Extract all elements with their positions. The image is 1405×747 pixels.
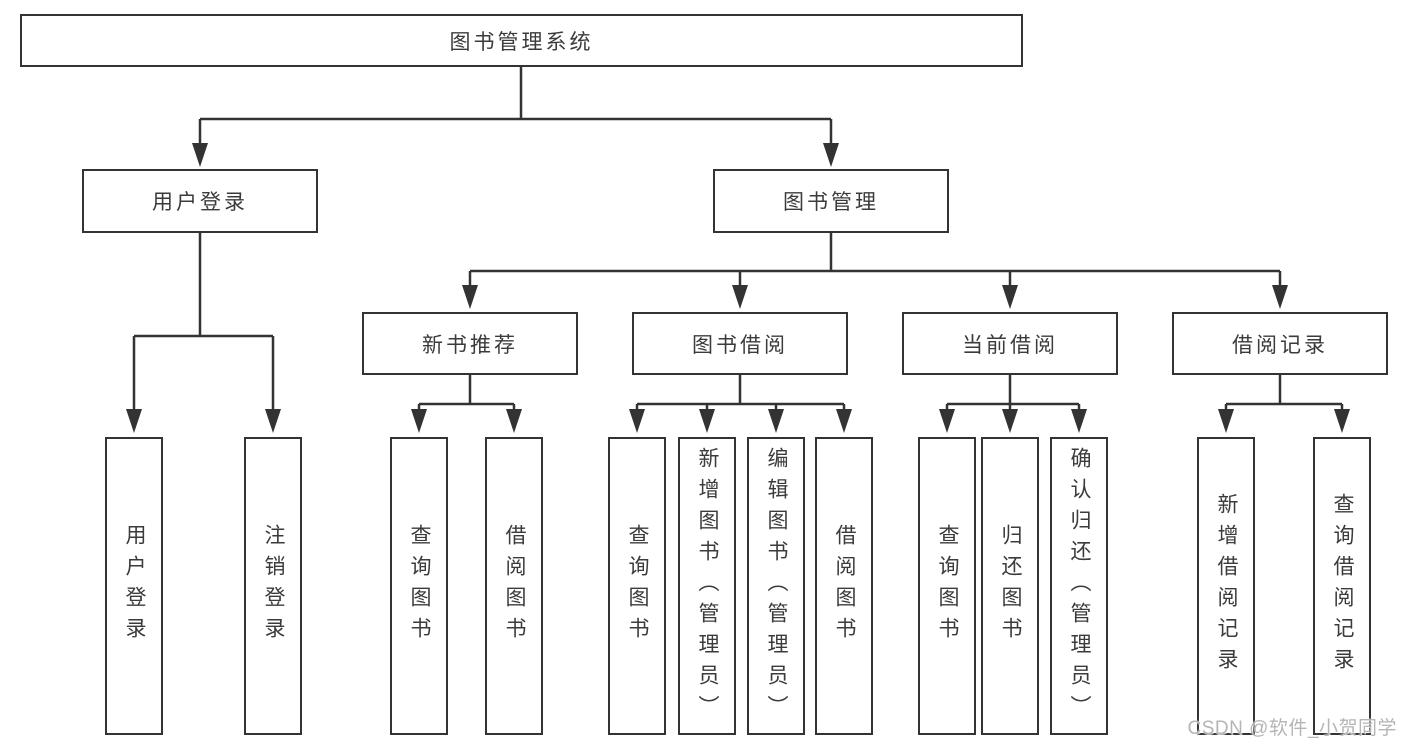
arrow-down-icon bbox=[1002, 285, 1018, 309]
node-user-login: 用户登录 bbox=[82, 169, 318, 233]
leaf-query-books-current: 查询图书 bbox=[918, 437, 976, 735]
node-label: 归还图书 bbox=[999, 524, 1022, 648]
node-label: 新增借阅记录 bbox=[1215, 493, 1238, 679]
arrow-down-icon bbox=[1002, 409, 1018, 433]
node-new-book-recommend: 新书推荐 bbox=[362, 312, 578, 375]
leaf-user-login: 用户登录 bbox=[105, 437, 163, 735]
arrow-down-icon bbox=[768, 409, 784, 433]
node-label: 用户登录 bbox=[152, 191, 248, 214]
node-label: 用户登录 bbox=[123, 524, 146, 648]
arrow-down-icon bbox=[126, 409, 142, 433]
connector-line bbox=[1224, 375, 1344, 410]
node-current-borrowing: 当前借阅 bbox=[902, 312, 1118, 375]
connector-line bbox=[635, 375, 846, 410]
connector-line bbox=[132, 233, 275, 411]
arrow-down-icon bbox=[411, 409, 427, 433]
connector-root-to-level2 bbox=[192, 67, 839, 167]
node-label: 注销登录 bbox=[262, 524, 285, 648]
leaf-logout: 注销登录 bbox=[244, 437, 302, 735]
node-label: 图书管理 bbox=[783, 191, 879, 214]
arrow-down-icon bbox=[699, 409, 715, 433]
node-label: 图书管理系统 bbox=[449, 30, 594, 54]
arrow-down-icon bbox=[462, 285, 478, 309]
leaf-edit-books-admin: 编辑图书（管理员） bbox=[747, 437, 805, 735]
connector-book-management-to-level3 bbox=[462, 233, 1288, 309]
node-book-borrowing: 图书借阅 bbox=[632, 312, 848, 375]
csdn-watermark: CSDN @软件_小贺同学 bbox=[1187, 718, 1397, 739]
node-label: 查询图书 bbox=[408, 524, 431, 648]
arrow-down-icon bbox=[629, 409, 645, 433]
arrow-down-icon bbox=[506, 409, 522, 433]
arrow-down-icon bbox=[939, 409, 955, 433]
node-borrow-records: 借阅记录 bbox=[1172, 312, 1388, 375]
connector-current-borrowing-to-leaves bbox=[939, 375, 1087, 433]
leaf-borrow-books-recommend: 借阅图书 bbox=[485, 437, 543, 735]
leaf-borrow-books: 借阅图书 bbox=[815, 437, 873, 735]
node-label: 查询借阅记录 bbox=[1331, 493, 1354, 679]
node-book-management: 图书管理 bbox=[713, 169, 949, 233]
leaf-query-borrow-record: 查询借阅记录 bbox=[1313, 437, 1371, 735]
connector-line bbox=[468, 233, 1282, 287]
node-label: 查询图书 bbox=[936, 524, 959, 648]
leaf-confirm-return-admin: 确认归还（管理员） bbox=[1050, 437, 1108, 735]
connector-book-borrowing-to-leaves bbox=[629, 375, 852, 433]
node-label: 确认归还（管理员） bbox=[1068, 446, 1091, 726]
arrow-down-icon bbox=[192, 143, 208, 167]
leaf-query-books-recommend: 查询图书 bbox=[390, 437, 448, 735]
arrow-down-icon bbox=[823, 143, 839, 167]
arrow-down-icon bbox=[836, 409, 852, 433]
connector-user-login-to-leaves bbox=[126, 233, 281, 433]
arrow-down-icon bbox=[1218, 409, 1234, 433]
arrow-down-icon bbox=[1272, 285, 1288, 309]
connector-borrow-records-to-leaves bbox=[1218, 375, 1350, 433]
connector-new-book-recommend-to-leaves bbox=[411, 375, 522, 433]
leaf-add-borrow-record: 新增借阅记录 bbox=[1197, 437, 1255, 735]
node-label: 新书推荐 bbox=[422, 333, 518, 357]
connector-line bbox=[198, 67, 833, 145]
node-label: 图书借阅 bbox=[692, 333, 788, 357]
arrow-down-icon bbox=[1334, 409, 1350, 433]
node-label: 查询图书 bbox=[626, 524, 649, 648]
node-label: 借阅图书 bbox=[833, 524, 856, 648]
connector-line bbox=[417, 375, 516, 410]
leaf-query-books-borrowing: 查询图书 bbox=[608, 437, 666, 735]
node-label: 新增图书（管理员） bbox=[696, 446, 719, 726]
node-label: 借阅图书 bbox=[503, 524, 526, 648]
node-label: 借阅记录 bbox=[1232, 333, 1328, 357]
node-library-management-system: 图书管理系统 bbox=[20, 14, 1023, 67]
connector-line bbox=[945, 375, 1081, 410]
node-label: 当前借阅 bbox=[962, 333, 1058, 357]
arrow-down-icon bbox=[1071, 409, 1087, 433]
leaf-return-books: 归还图书 bbox=[981, 437, 1039, 735]
node-label: 编辑图书（管理员） bbox=[765, 446, 788, 726]
leaf-add-books-admin: 新增图书（管理员） bbox=[678, 437, 736, 735]
arrow-down-icon bbox=[732, 285, 748, 309]
arrow-down-icon bbox=[265, 409, 281, 433]
